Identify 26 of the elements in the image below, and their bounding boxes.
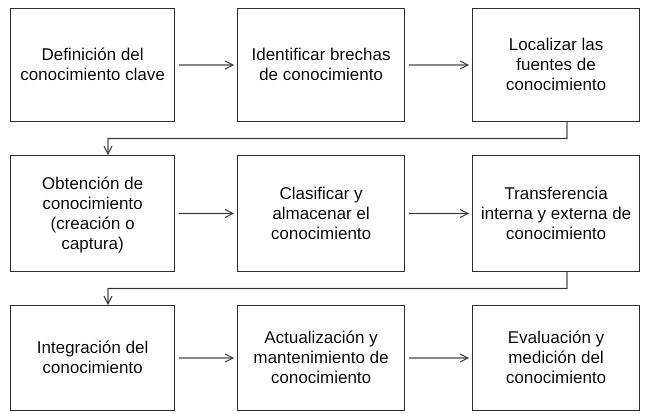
step-label: Actualización y mantenimiento de conocimiento <box>252 328 390 388</box>
process-box <box>472 155 640 272</box>
process-box <box>10 8 175 122</box>
step-label: Transferencia interna y externa de conocimiento <box>480 184 632 244</box>
arrow <box>409 353 469 363</box>
arrow <box>409 208 469 218</box>
process-box <box>472 8 640 122</box>
arrow <box>409 60 469 70</box>
step-label: Evaluación y medición del conocimiento <box>504 328 608 388</box>
step-label: Localizar las fuentes de conocimiento <box>504 35 608 95</box>
arrow <box>179 208 234 218</box>
process-box <box>237 155 405 272</box>
process-box <box>10 305 175 411</box>
step-label: Identificar brechas de conocimiento <box>250 45 392 85</box>
process-box <box>472 305 640 411</box>
step-label: Definición del conocimiento clave <box>19 45 166 85</box>
step-label: Clasificar y almacenar el conocimiento <box>270 184 372 244</box>
process-box <box>237 305 405 411</box>
arrow <box>103 272 568 305</box>
arrow <box>179 60 234 70</box>
process-box <box>10 155 175 272</box>
step-label: Obtención de conocimiento (creación o captura) <box>40 174 144 254</box>
arrow <box>103 122 568 155</box>
step-label: Integración del conocimiento <box>36 338 150 378</box>
process-box <box>237 8 405 122</box>
arrow <box>179 353 234 363</box>
